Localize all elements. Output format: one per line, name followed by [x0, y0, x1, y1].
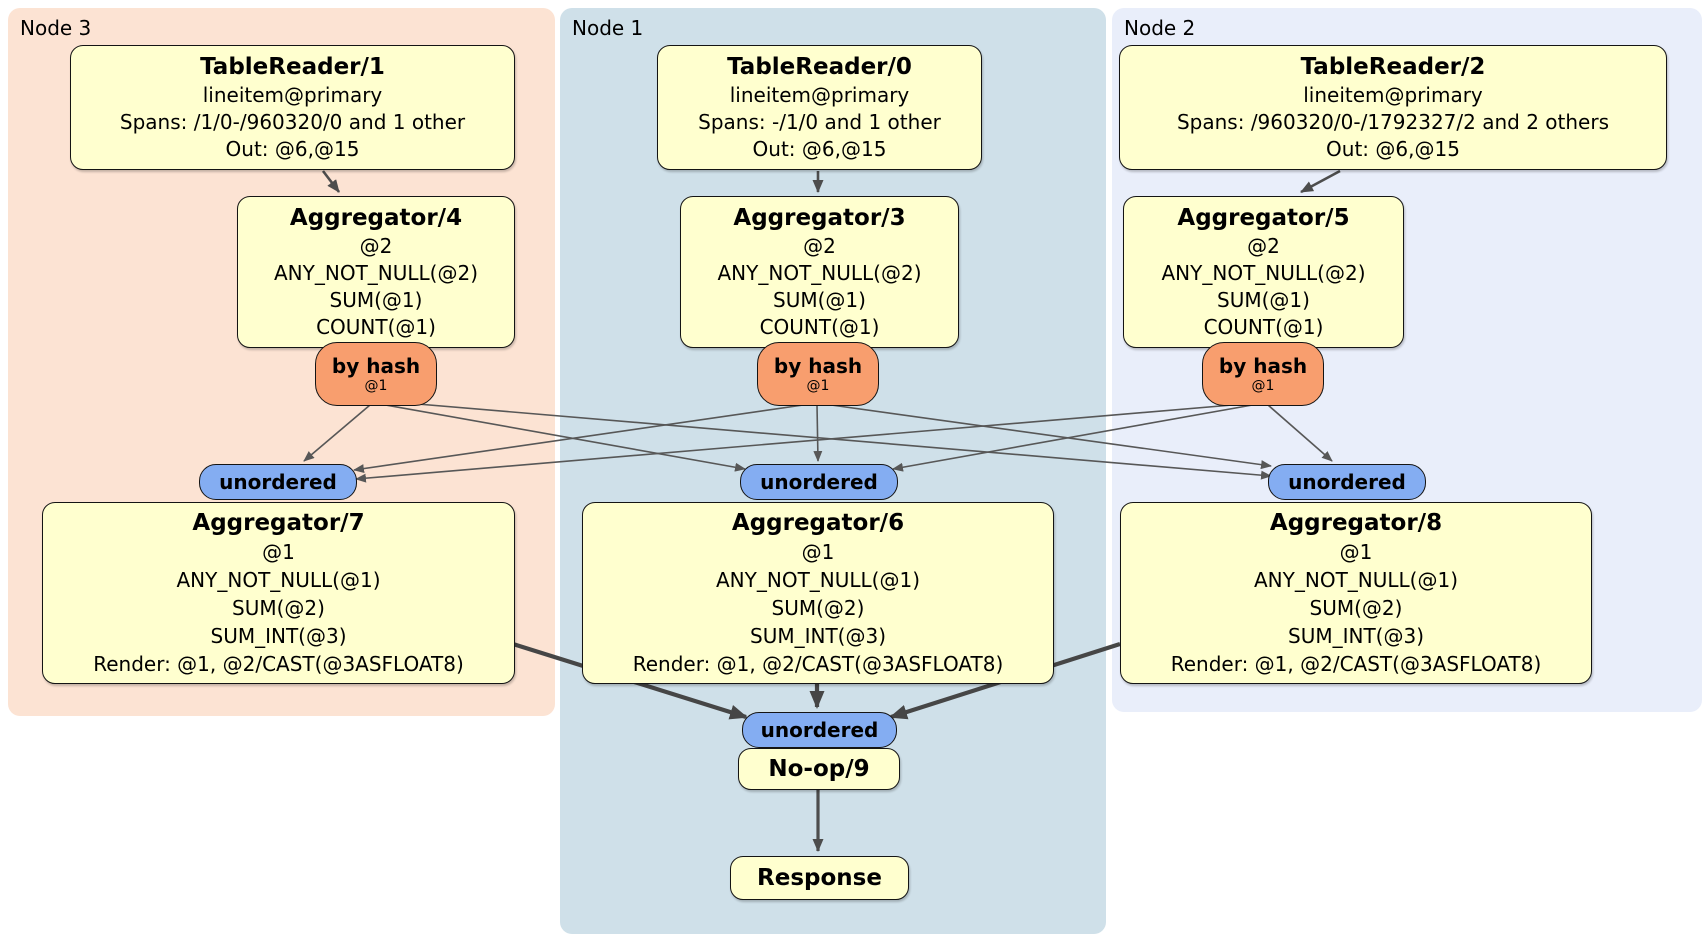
processor-line: ANY_NOT_NULL(@1) [176, 567, 381, 592]
sync-unordered-8: unordered [1268, 464, 1426, 500]
processor-line: ANY_NOT_NULL(@1) [716, 567, 920, 592]
processor-line: SUM_INT(@3) [750, 623, 886, 648]
processor-title: Aggregator/6 [731, 509, 905, 536]
sync-unordered-7: unordered [199, 464, 357, 500]
region-node3-label: Node 3 [20, 16, 92, 40]
processor-line: @2 [359, 233, 393, 258]
sync-label: unordered [219, 470, 337, 494]
processor-line: @1 [262, 539, 295, 564]
processor-line: Render: @1, @2/CAST(@3ASFLOAT8) [1170, 651, 1542, 676]
processor-tablereader1: TableReader/1 lineitem@primary Spans: /1… [70, 45, 515, 170]
processor-title: TableReader/0 [727, 53, 912, 80]
processor-line: SUM(@2) [1309, 595, 1403, 620]
processor-title: Aggregator/8 [1269, 509, 1443, 536]
processor-line: @1 [801, 539, 835, 564]
processor-line: SUM(@1) [329, 287, 423, 312]
router-by-hash-4: by hash @1 [315, 342, 437, 406]
processor-title: Aggregator/4 [289, 204, 463, 231]
processor-line: Spans: /1/0-/960320/0 and 1 other [119, 109, 466, 134]
processor-line: lineitem@primary [202, 82, 383, 107]
processor-line: COUNT(@1) [759, 314, 880, 339]
processor-title: Aggregator/7 [192, 509, 365, 536]
router-by-hash-3: by hash @1 [757, 342, 879, 406]
sync-label: unordered [760, 470, 878, 494]
processor-aggregator5: Aggregator/5 @2 ANY_NOT_NULL(@2) SUM(@1)… [1123, 196, 1404, 348]
processor-title: TableReader/2 [1300, 53, 1486, 80]
processor-noop9: No-op/9 [738, 748, 900, 790]
processor-line: Out: @6,@15 [752, 136, 887, 161]
router-label: by hash [1218, 353, 1308, 378]
processor-line: ANY_NOT_NULL(@2) [717, 260, 922, 285]
processor-line: COUNT(@1) [316, 314, 436, 339]
processor-line: SUM_INT(@3) [1288, 623, 1424, 648]
processor-line: SUM(@2) [232, 595, 325, 620]
router-key: @1 [1251, 377, 1275, 394]
processor-line: COUNT(@1) [1203, 314, 1324, 339]
processor-title: Aggregator/3 [733, 204, 906, 231]
processor-line: Spans: /960320/0-/1792327/2 and 2 others [1176, 109, 1609, 134]
processor-line: lineitem@primary [1303, 82, 1483, 107]
sync-label: unordered [1288, 470, 1406, 494]
processor-line: Render: @1, @2/CAST(@3ASFLOAT8) [632, 651, 1004, 676]
processor-response: Response [730, 856, 909, 900]
processor-title: No-op/9 [768, 755, 870, 782]
processor-aggregator3: Aggregator/3 @2 ANY_NOT_NULL(@2) SUM(@1)… [680, 196, 959, 348]
processor-line: SUM_INT(@3) [210, 623, 347, 648]
sync-unordered-9: unordered [742, 712, 897, 748]
processor-title: TableReader/1 [200, 53, 385, 80]
processor-aggregator6: Aggregator/6 @1 ANY_NOT_NULL(@1) SUM(@2)… [582, 502, 1054, 684]
router-label: by hash [773, 353, 863, 378]
processor-line: Render: @1, @2/CAST(@3ASFLOAT8) [93, 651, 464, 676]
processor-line: Out: @6,@15 [1326, 136, 1460, 161]
processor-line: Out: @6,@15 [225, 136, 360, 161]
router-key: @1 [364, 377, 388, 394]
region-node1-label: Node 1 [572, 16, 644, 40]
processor-line: @1 [1339, 539, 1373, 564]
processor-line: SUM(@1) [773, 287, 866, 312]
processor-line: ANY_NOT_NULL(@1) [1254, 567, 1458, 592]
router-label: by hash [331, 353, 421, 378]
router-key: @1 [806, 377, 830, 394]
region-node2-label: Node 2 [1124, 16, 1196, 40]
processor-line: SUM(@2) [771, 595, 865, 620]
router-by-hash-5: by hash @1 [1202, 342, 1324, 406]
sync-unordered-6: unordered [740, 464, 898, 500]
processor-title: Aggregator/5 [1177, 204, 1350, 231]
processor-tablereader0: TableReader/0 lineitem@primary Spans: -/… [657, 45, 982, 170]
processor-line: ANY_NOT_NULL(@2) [274, 260, 478, 285]
processor-line: lineitem@primary [729, 82, 910, 107]
processor-line: @2 [1247, 233, 1280, 258]
processor-line: ANY_NOT_NULL(@2) [1161, 260, 1366, 285]
processor-aggregator4: Aggregator/4 @2 ANY_NOT_NULL(@2) SUM(@1)… [237, 196, 515, 348]
processor-line: SUM(@1) [1217, 287, 1310, 312]
processor-tablereader2: TableReader/2 lineitem@primary Spans: /9… [1119, 45, 1667, 170]
sync-label: unordered [760, 718, 879, 742]
processor-line: @2 [803, 233, 836, 258]
processor-aggregator7: Aggregator/7 @1 ANY_NOT_NULL(@1) SUM(@2)… [42, 502, 515, 684]
processor-title: Response [757, 864, 882, 891]
processor-aggregator8: Aggregator/8 @1 ANY_NOT_NULL(@1) SUM(@2)… [1120, 502, 1592, 684]
processor-line: Spans: -/1/0 and 1 other [698, 109, 941, 134]
